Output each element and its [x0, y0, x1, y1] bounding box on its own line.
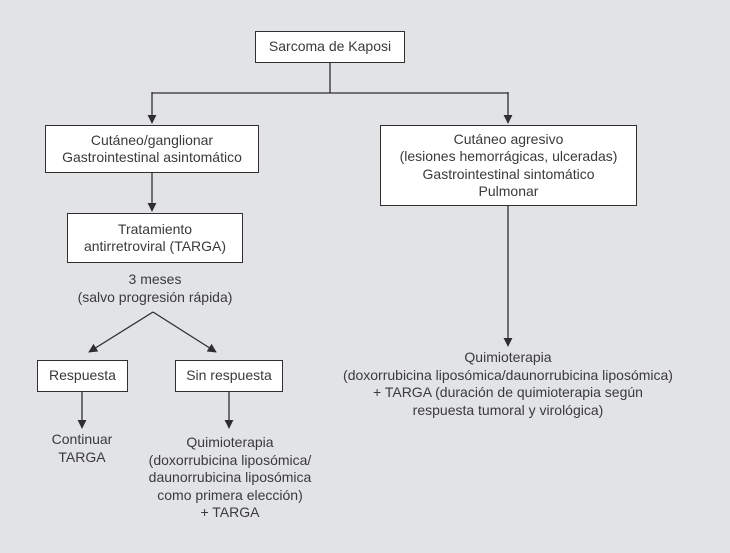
text-line: Quimioterapia [186, 434, 274, 450]
node-line: Cutáneo/ganglionar [90, 131, 214, 148]
text-line: Quimioterapia [464, 349, 552, 365]
text-interval-3-meses: 3 meses (salvo progresión rápida) [45, 271, 265, 306]
text-line: 3 meses [128, 271, 182, 287]
node-line: Cutáneo agresivo [453, 130, 564, 147]
node-line: (lesiones hemorrágicas, ulceradas) [399, 148, 618, 164]
text-line: TARGA [58, 448, 106, 465]
node-no-response: Sin respuesta [175, 360, 283, 392]
node-line: antirretroviral (TARGA) [83, 238, 227, 254]
node-label: Sin respuesta [186, 367, 272, 384]
node-left-condition: Cutáneo/ganglionar Gastrointestinal asin… [45, 125, 259, 173]
text-line: (salvo progresión rápida) [77, 288, 233, 305]
text-line: como primera elección) [157, 486, 303, 503]
text-line: Continuar [51, 431, 113, 447]
node-label: Respuesta [49, 367, 116, 384]
text-line: daunorrubicina liposómica [148, 469, 312, 485]
node-line: Pulmonar [478, 183, 539, 199]
text-line: + TARGA (duración de quimioterapia según [373, 384, 643, 400]
text-line: + TARGA [200, 504, 260, 520]
text-line: respuesta tumoral y virológica) [412, 401, 604, 418]
node-label: Sarcoma de Kaposi [268, 38, 392, 55]
node-line: Gastrointestinal asintomático [62, 149, 242, 165]
node-line: Tratamiento [117, 220, 193, 237]
text-continuar-targa: Continuar TARGA [32, 431, 132, 466]
text-line: (doxorrubicina liposómica/daunorrubicina… [343, 366, 673, 383]
node-right-condition: Cutáneo agresivo (lesiones hemorrágicas,… [380, 125, 637, 206]
node-response: Respuesta [37, 360, 128, 392]
text-quimioterapia-right: Quimioterapia (doxorrubicina liposómica/… [316, 349, 700, 419]
node-sarcoma-de-kaposi: Sarcoma de Kaposi [255, 31, 405, 63]
node-targa-treatment: Tratamiento antirretroviral (TARGA) [67, 213, 243, 263]
text-quimioterapia-left: Quimioterapia (doxorrubicina liposómica/… [113, 434, 347, 522]
text-line: (doxorrubicina liposómica/ [148, 451, 312, 468]
node-line: Gastrointestinal sintomático [422, 165, 595, 182]
